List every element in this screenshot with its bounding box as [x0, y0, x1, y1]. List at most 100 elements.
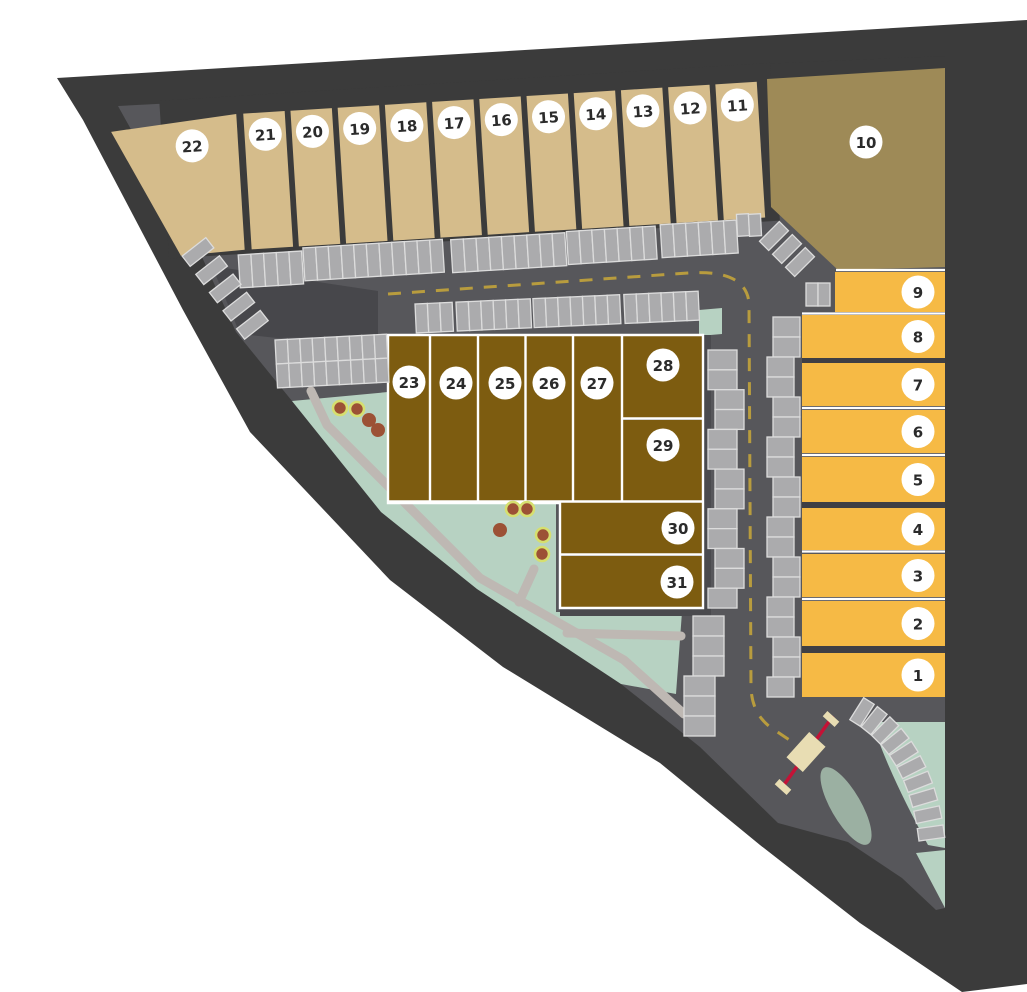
parking-stall: [766, 516, 795, 538]
lot-badge-10[interactable]: 10: [849, 125, 883, 159]
lot-27[interactable]: [573, 335, 622, 503]
parking-stall: [902, 770, 934, 794]
parking-stall: [606, 294, 622, 325]
lot-badge-number: 23: [399, 374, 420, 392]
tree-icon: [331, 399, 349, 417]
lot-badge-25[interactable]: 25: [488, 366, 522, 400]
lot-badge-number: 26: [539, 375, 560, 393]
lot-badge-31[interactable]: 31: [660, 565, 694, 599]
lot-22[interactable]: [110, 114, 245, 260]
lot-badge-30[interactable]: 30: [661, 511, 695, 545]
lot-23[interactable]: [388, 335, 430, 503]
tree-icon: [518, 500, 536, 518]
tree-icon: [504, 500, 522, 518]
lot-badge-19[interactable]: 19: [342, 111, 377, 146]
lot-badge-5[interactable]: 5: [901, 463, 935, 496]
lot-badge-29[interactable]: 29: [646, 428, 680, 462]
parking-stall: [912, 805, 943, 825]
lot-badge-circle: [660, 565, 694, 599]
lot-badge-11[interactable]: 11: [720, 88, 755, 123]
gate-post-north: [822, 711, 840, 727]
lot-badge-number: 20: [302, 123, 324, 142]
lot-badge-14[interactable]: 14: [578, 96, 613, 131]
green-wedge-north: [699, 308, 722, 336]
parking-stall: [414, 302, 430, 334]
green-wedge-corner: [916, 850, 945, 908]
lot-badge-number: 25: [495, 375, 516, 393]
parking-stall: [735, 213, 751, 237]
lot-badge-circle: [626, 94, 660, 128]
tree-icon: [371, 423, 385, 437]
parking-stall: [635, 292, 651, 324]
lot-badge-27[interactable]: 27: [580, 366, 614, 400]
lot-badge-circle: [901, 368, 935, 401]
lot-badge-number: 5: [913, 472, 923, 490]
lot-badge-3[interactable]: 3: [901, 559, 935, 592]
lot-24[interactable]: [430, 335, 478, 503]
lot-badge-number: 22: [181, 137, 203, 156]
lot-badge-number: 2: [913, 616, 923, 634]
lot-badge-16[interactable]: 16: [484, 102, 519, 137]
parking-stall: [623, 293, 639, 325]
lot-badge-number: 10: [856, 134, 877, 152]
parking-stall: [683, 715, 716, 737]
lot-badge-circle: [646, 348, 680, 382]
parking-stall: [683, 675, 716, 697]
lot-badge-28[interactable]: 28: [646, 348, 680, 382]
lot-badge-circle: [343, 111, 377, 145]
parking-stall: [360, 334, 377, 361]
parking-stall: [860, 705, 889, 736]
parking-stall: [492, 299, 508, 331]
lot-badge-2[interactable]: 2: [901, 607, 935, 640]
lot-badge-8[interactable]: 8: [901, 320, 935, 353]
parking-stall: [660, 291, 676, 323]
parking-stall: [707, 587, 738, 609]
lot-badge-circle: [439, 366, 473, 400]
parking-stall: [772, 656, 801, 678]
lot-badge-circle: [661, 511, 695, 545]
lot-badge-22[interactable]: 22: [175, 128, 210, 163]
parking-stall: [439, 301, 455, 333]
parking-stall: [275, 362, 291, 389]
lot-badge-9[interactable]: 9: [901, 275, 935, 309]
lot-badge-4[interactable]: 4: [901, 512, 935, 546]
parking-stall: [480, 299, 496, 331]
lot-10[interactable]: [767, 68, 945, 270]
parking-stall: [181, 236, 215, 268]
lot-badge-6[interactable]: 6: [901, 415, 935, 448]
lot-badge-15[interactable]: 15: [531, 99, 566, 134]
lot-badge-circle: [646, 428, 680, 462]
lot-badge-7[interactable]: 7: [901, 368, 935, 401]
lot-badge-24[interactable]: 24: [439, 366, 473, 400]
lot-separator-gap: [802, 502, 945, 508]
parking-stall: [916, 824, 946, 842]
lot-badge-18[interactable]: 18: [389, 108, 424, 143]
parking-stall: [707, 428, 738, 450]
lot-badge-number: 21: [254, 126, 276, 145]
lot-25[interactable]: [478, 335, 526, 503]
lot-badge-circle: [901, 320, 935, 353]
parking-stall: [692, 615, 725, 637]
footpath-main: [306, 386, 689, 719]
lot-badge-circle: [532, 366, 566, 400]
lot-badge-20[interactable]: 20: [295, 114, 330, 149]
footpath-stub: [514, 564, 539, 607]
lot-badge-number: 24: [446, 375, 467, 393]
lot-badge-17[interactable]: 17: [437, 105, 472, 140]
lot-badge-23[interactable]: 23: [392, 365, 426, 399]
lot-badge-13[interactable]: 13: [625, 93, 660, 128]
parking-stall: [348, 334, 364, 361]
parking-stall: [772, 636, 801, 658]
lot-26[interactable]: [525, 335, 574, 503]
parking-stall: [374, 357, 390, 384]
parking-stall: [772, 496, 801, 518]
lot-badge-12[interactable]: 12: [673, 90, 708, 125]
tree-icon: [362, 413, 376, 427]
parking-stall: [544, 296, 560, 328]
lot-badge-21[interactable]: 21: [248, 117, 283, 152]
lot-badge-26[interactable]: 26: [532, 366, 566, 400]
parking-stall: [707, 528, 738, 550]
parking-stall: [208, 273, 242, 304]
lot-badge-circle: [390, 109, 424, 143]
lot-badge-1[interactable]: 1: [901, 658, 935, 692]
